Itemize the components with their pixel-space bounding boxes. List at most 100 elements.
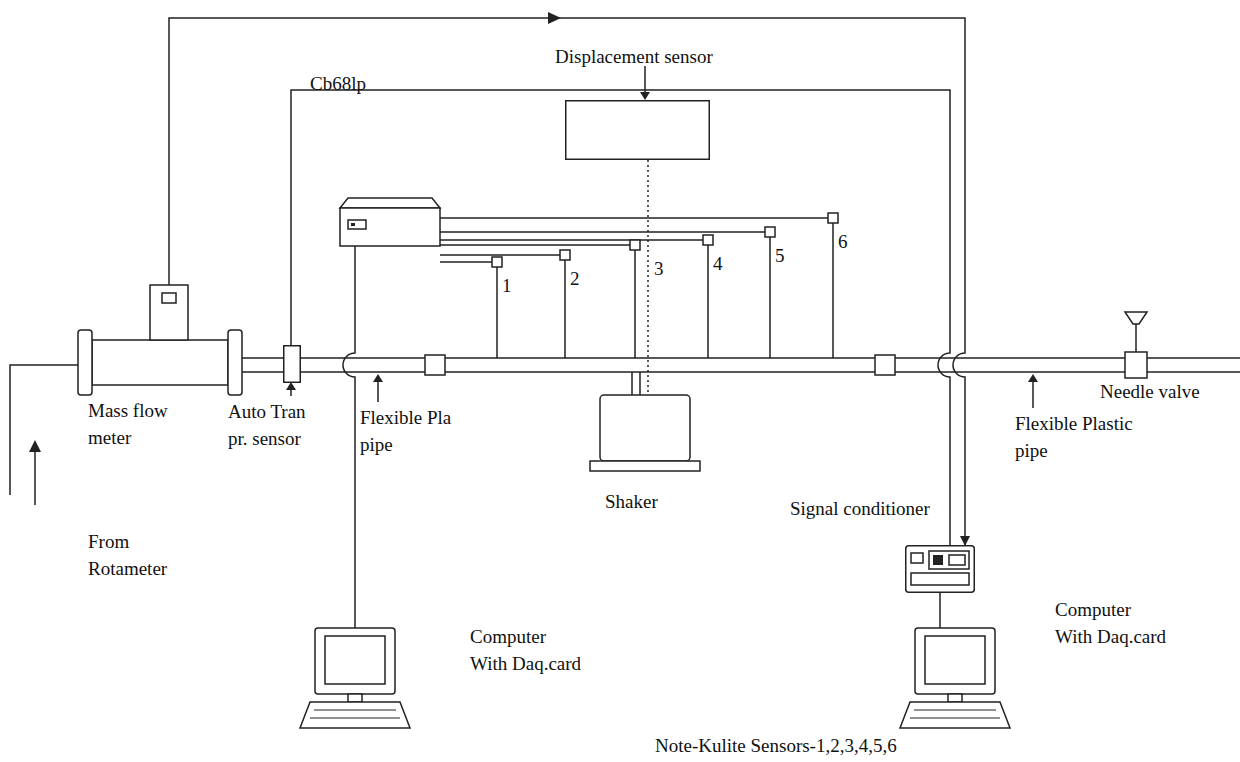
rect-part: [566, 101, 710, 160]
shaker-shape: [590, 395, 700, 473]
rect-part: [948, 694, 962, 702]
kulite-sensor: [703, 235, 713, 245]
rect-part: [590, 461, 700, 471]
connector: [169, 18, 965, 545]
callout-number: 4: [713, 250, 723, 277]
displacement-sensor-shape: [565, 100, 710, 160]
connector: [647, 160, 649, 395]
pipe-joint: [425, 355, 445, 375]
shaker: Shaker: [590, 395, 700, 473]
g-part: [29, 12, 1038, 452]
rect-part: [162, 293, 176, 303]
computer-shape: [900, 628, 1010, 728]
note: Note-Kulite Sensors-1,2,3,4,5,6: [655, 732, 897, 759]
rect-part: [925, 636, 985, 684]
rect-part: [600, 395, 690, 461]
shaker-rod: [632, 372, 640, 395]
line-part: [910, 718, 1000, 719]
rect-part: [1125, 352, 1147, 378]
callout-number: 5: [775, 242, 785, 269]
displacement-sensor-label: Displacement sensor: [555, 43, 713, 70]
kulite-wires: [440, 218, 833, 358]
arrowhead: [29, 440, 41, 452]
arrowhead: [640, 92, 650, 100]
rect-part: [78, 330, 92, 395]
rect-part: [284, 346, 301, 383]
line-part: [1135, 324, 1137, 352]
connector: [939, 593, 941, 628]
rect-part: [92, 340, 228, 385]
signal-conditioner: Signal conditioner: [905, 545, 975, 593]
polygon-part: [300, 702, 410, 728]
shaker-label: Shaker: [605, 488, 658, 515]
needle-valve: Needle valve: [1125, 312, 1147, 378]
connector-block: Cb68lp: [340, 198, 440, 246]
g-part: [10, 66, 1240, 505]
signal-conditioner-shape: [905, 545, 975, 593]
rect-part: [915, 628, 995, 694]
inlet-line: [10, 365, 78, 495]
polygon-part: [900, 702, 1010, 728]
displacement-sensor: Displacement sensor: [565, 100, 710, 160]
connector: [343, 246, 355, 628]
pipe-joint: [875, 355, 895, 375]
callout-number: 6: [838, 228, 848, 255]
arrowhead: [1028, 374, 1038, 382]
rect-part: [933, 555, 943, 565]
rotameter-arrow: [34, 450, 36, 505]
g-part: [425, 213, 895, 375]
arrowhead: [373, 374, 383, 382]
pressure-sensor: Auto Tran pr. sensor: [283, 345, 301, 383]
kulite-sensor: [560, 250, 570, 260]
kulite-sensor: [828, 213, 838, 223]
source-label: From Rotameter: [88, 528, 188, 582]
pipe-label: Flexible Plastic pipe: [1015, 410, 1140, 464]
kulite-sensor: [492, 257, 502, 267]
connector-block-shape: [340, 198, 440, 246]
rect-part: [348, 694, 362, 702]
callout-number: 2: [570, 265, 580, 292]
rect-part: [906, 546, 975, 593]
line-part: [314, 710, 396, 711]
polygon-part: [1125, 312, 1147, 324]
pipe-leader: [1032, 380, 1034, 408]
computer-label: Computer With Daq.card: [470, 623, 586, 677]
line-part: [310, 718, 400, 719]
kulite-sensor: [765, 227, 775, 237]
needle-valve-label: Needle valve: [1100, 378, 1200, 405]
pressure-sensor-label: Auto Tran pr. sensor: [228, 398, 323, 452]
rect-part: [340, 208, 440, 246]
computer: Computer With Daq.card: [900, 628, 1010, 728]
callout-number: 3: [654, 255, 664, 282]
needle-valve-shape: [1125, 312, 1147, 378]
rect-part: [228, 330, 242, 395]
pipe-label: Flexible Pla pipe: [360, 404, 460, 458]
rect-part: [949, 555, 965, 565]
computer: Computer With Daq.card: [300, 628, 410, 728]
mass-flow-meter: Mass flow meter: [78, 285, 242, 395]
rect-part: [150, 285, 188, 340]
signal-conditioner-label: Signal conditioner: [790, 495, 930, 522]
pipe: [242, 358, 1240, 372]
connector: [291, 90, 950, 545]
mass-flow-meter-label: Mass flow meter: [88, 397, 188, 451]
callout-number: 1: [502, 272, 512, 299]
kulite-sensor: [630, 240, 640, 250]
pressure-sensor-shape: [283, 345, 301, 383]
rect-part: [315, 628, 395, 694]
rect-part: [351, 223, 355, 226]
rect-part: [348, 220, 366, 229]
rect-part: [911, 553, 923, 563]
rect-part: [911, 573, 969, 585]
mass-flow-meter-shape: [78, 285, 242, 395]
rect-part: [325, 636, 385, 684]
arrowhead: [286, 382, 296, 390]
computer-label: Computer With Daq.card: [1055, 596, 1171, 650]
rect-part: [929, 551, 969, 569]
connector-block-label: Cb68lp: [310, 70, 366, 97]
polygon-part: [340, 198, 440, 208]
pipe-leader: [377, 380, 379, 402]
line-part: [914, 710, 996, 711]
computer-shape: [300, 628, 410, 728]
